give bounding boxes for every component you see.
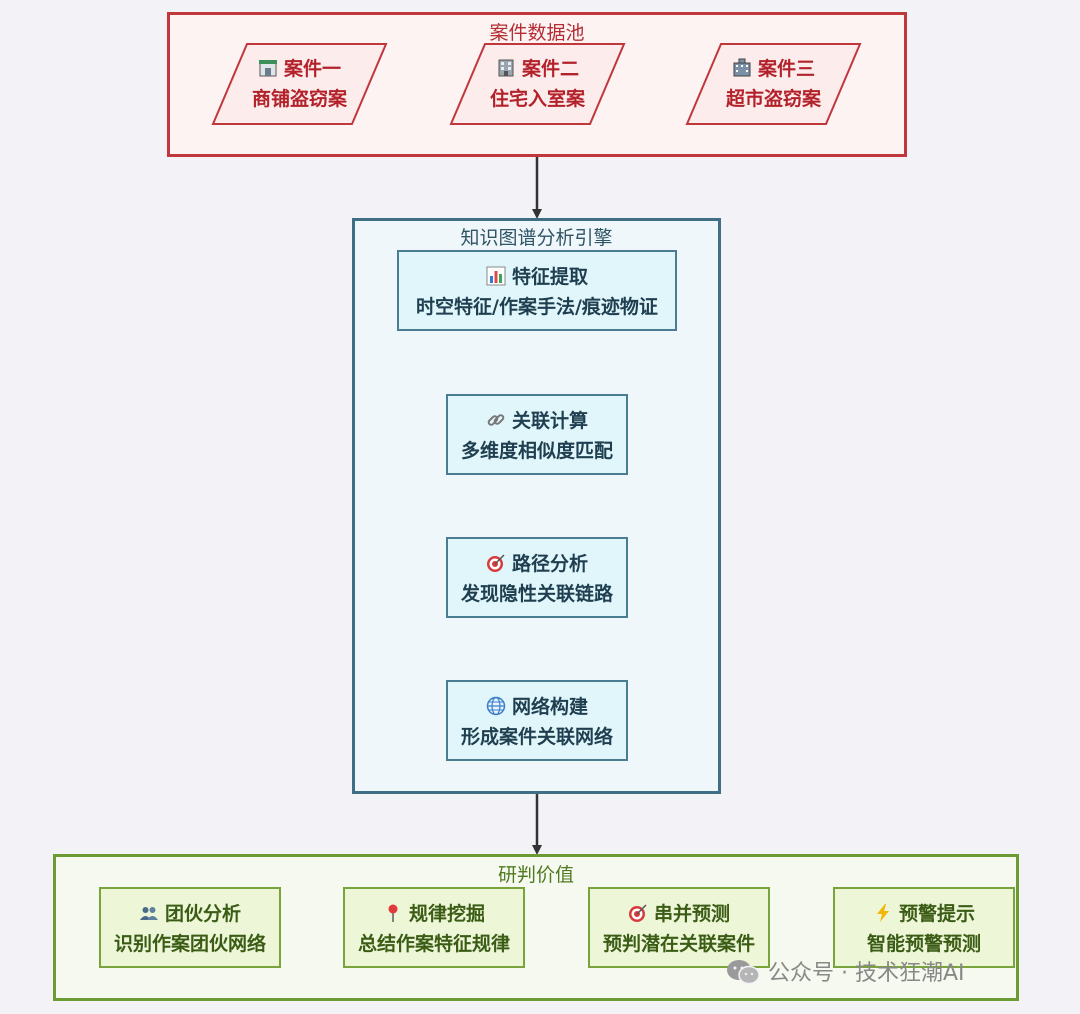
bar-chart-icon (486, 266, 506, 286)
case-title: 案件二 (521, 58, 579, 80)
value-subtitle: 识别作案团伙网络 (113, 933, 266, 955)
people-icon (139, 907, 158, 920)
engine-title: 知识图谱分析引擎 (460, 227, 613, 249)
case-subtitle: 超市盗窃案 (725, 88, 821, 110)
target-icon (628, 904, 647, 922)
step-subtitle: 形成案件关联网络 (460, 726, 613, 748)
engine-step-3: 路径分析 发现隐性关联链路 (446, 537, 628, 618)
step-title: 网络构建 (511, 696, 588, 718)
step-subtitle: 时空特征/作案手法/痕迹物证 (416, 296, 658, 318)
value-node-2: 规律挖掘 总结作案特征规律 (343, 887, 525, 968)
value-subtitle: 智能预警预测 (866, 933, 981, 955)
case-subtitle: 商铺盗窃案 (251, 88, 347, 110)
pin-icon (388, 904, 398, 922)
value-title: 串并预测 (653, 903, 730, 925)
case-node-2: 案件二 住宅入室案 (449, 43, 626, 125)
parallelogram-shape (211, 43, 388, 125)
wechat-icon (727, 960, 760, 985)
step-title: 路径分析 (511, 553, 588, 575)
value-node-4: 预警提示 智能预警预测 (833, 887, 1015, 968)
value-subtitle: 预判潜在关联案件 (602, 933, 755, 955)
case-node-1: 案件一 商铺盗窃案 (211, 43, 388, 125)
office-icon (733, 58, 751, 77)
step-subtitle: 多维度相似度匹配 (460, 440, 613, 462)
case-node-3: 案件三 超市盗窃案 (685, 43, 862, 125)
engine-step-2: 关联计算 多维度相似度匹配 (446, 394, 628, 475)
step-title: 关联计算 (511, 410, 588, 432)
value-title: 规律挖掘 (408, 903, 485, 925)
watermark: 公众号 · 技术狂潮AI (726, 955, 965, 987)
lightning-icon (876, 904, 889, 922)
value-title: 研判价值 (497, 864, 574, 886)
value-subtitle: 总结作案特征规律 (357, 933, 510, 955)
value-title: 预警提示 (898, 903, 975, 925)
watermark-text: 公众号 · 技术狂潮AI (768, 961, 965, 986)
link-icon (487, 414, 505, 426)
engine-step-4: 网络构建 形成案件关联网络 (446, 680, 628, 761)
shop-icon (258, 60, 277, 77)
target-icon (486, 554, 505, 572)
case-subtitle: 住宅入室案 (489, 88, 585, 110)
value-node-1: 团伙分析 识别作案团伙网络 (99, 887, 281, 968)
step-title: 特征提取 (511, 266, 588, 288)
globe-icon (486, 696, 506, 716)
parallelogram-shape (685, 43, 862, 125)
step-subtitle: 发现隐性关联链路 (460, 583, 613, 605)
case-title: 案件一 (283, 58, 341, 80)
case-title: 案件三 (757, 58, 815, 80)
value-node-3: 串并预测 预判潜在关联案件 (588, 887, 770, 968)
building-icon (498, 59, 514, 77)
value-title: 团伙分析 (164, 903, 241, 925)
engine-step-1: 特征提取 时空特征/作案手法/痕迹物证 (397, 250, 677, 331)
case-pool-title: 案件数据池 (489, 22, 585, 44)
parallelogram-shape (449, 43, 626, 125)
